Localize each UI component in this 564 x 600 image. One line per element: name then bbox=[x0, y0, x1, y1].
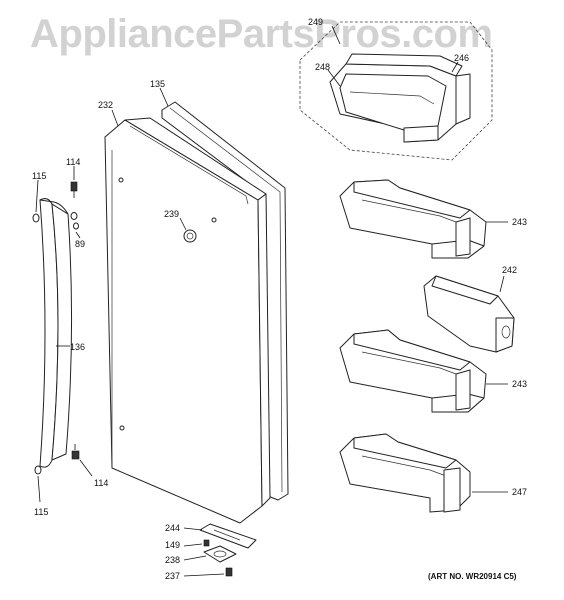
label-247: 247 bbox=[512, 487, 528, 497]
door-plug-239 bbox=[183, 229, 197, 243]
label-243-middle: 243 bbox=[512, 379, 528, 389]
art-number: (ART NO. WR20914 C5) bbox=[428, 572, 517, 581]
door-handle bbox=[39, 198, 73, 468]
door-bin-middle bbox=[339, 329, 487, 413]
label-114-bottom: 114 bbox=[94, 478, 109, 488]
dairy-bin-assembly bbox=[329, 53, 471, 143]
refrigerator-door bbox=[104, 117, 271, 524]
hinge-assembly bbox=[199, 523, 257, 577]
label-246: 246 bbox=[454, 53, 470, 63]
label-232: 232 bbox=[98, 100, 114, 110]
door-bin-lower bbox=[339, 433, 471, 513]
label-115-top: 115 bbox=[32, 171, 47, 181]
label-89: 89 bbox=[75, 239, 86, 249]
label-242: 242 bbox=[502, 265, 518, 275]
label-237: 237 bbox=[165, 571, 181, 581]
label-115-bottom: 115 bbox=[34, 507, 49, 517]
dairy-bin-callout-box bbox=[299, 21, 493, 161]
door-gasket bbox=[161, 101, 289, 501]
door-bin-small bbox=[423, 275, 515, 353]
label-244: 244 bbox=[165, 523, 181, 533]
label-249: 249 bbox=[308, 17, 324, 27]
hardware-screws bbox=[32, 181, 80, 475]
label-238: 238 bbox=[165, 555, 181, 565]
leader-lines bbox=[35, 25, 508, 577]
label-114-top: 114 bbox=[66, 157, 81, 167]
label-149: 149 bbox=[165, 540, 181, 550]
label-136: 136 bbox=[70, 342, 86, 352]
label-243-upper: 243 bbox=[512, 217, 528, 227]
label-135: 135 bbox=[150, 79, 166, 89]
label-248: 248 bbox=[315, 62, 331, 72]
door-bin-upper bbox=[339, 179, 487, 259]
watermark: AppliancePartsPros.com bbox=[30, 12, 493, 56]
label-239: 239 bbox=[164, 209, 180, 219]
